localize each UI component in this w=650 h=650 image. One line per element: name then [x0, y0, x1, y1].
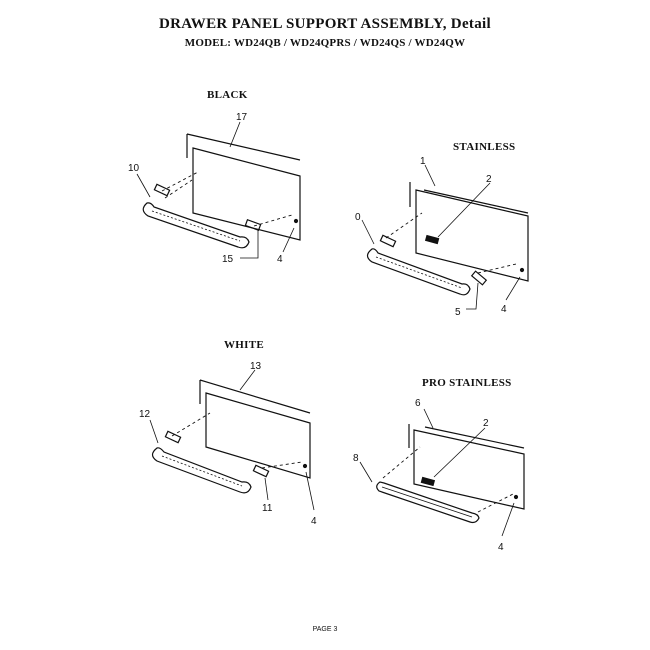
leader-4-stainless [505, 276, 521, 301]
leader-2-pro [433, 427, 486, 478]
leader-10 [136, 173, 151, 198]
emblem-stainless [424, 234, 440, 245]
leader-1 [424, 164, 436, 187]
callout-11: 11 [262, 503, 273, 514]
handle-stainless [366, 248, 471, 296]
leader-15 [240, 229, 259, 259]
panel-black-back-edge [186, 133, 301, 161]
alignment-lines-stainless [385, 212, 517, 274]
handle-white [151, 447, 252, 494]
section-label-stainless: STAINLESS [453, 141, 516, 153]
standoff-black-left [153, 183, 171, 197]
assembly-stainless: 1 2 4 0 5 [355, 156, 529, 318]
callout-0: 0 [355, 212, 361, 223]
callout-4-white: 4 [311, 516, 317, 527]
callout-15: 15 [222, 254, 234, 265]
model-list: MODEL: WD24QB / WD24QPRS / WD24QS / WD24… [184, 37, 466, 49]
callout-8: 8 [353, 453, 359, 464]
leader-5 [466, 282, 479, 310]
handle-black [142, 202, 250, 249]
alignment-lines-pro [382, 446, 516, 513]
handle-white-detail [161, 455, 243, 487]
leader-2-stainless [437, 182, 491, 238]
callout-13: 13 [250, 361, 262, 372]
handle-black-detail [151, 210, 241, 242]
leader-12 [149, 419, 159, 444]
standoff-black-right [244, 219, 262, 231]
panel-white [205, 392, 311, 479]
screw-pro [513, 494, 519, 500]
section-label-white: WHITE [224, 339, 265, 351]
leader-4-white [305, 471, 315, 511]
handle-pro-detail [381, 486, 473, 518]
leader-11 [264, 477, 269, 501]
panel-black [192, 147, 301, 241]
panel-white-back-edge [199, 379, 311, 414]
leader-4-black [282, 227, 295, 253]
leader-8 [359, 461, 373, 483]
callout-5: 5 [455, 307, 461, 318]
leader-0 [361, 219, 375, 245]
panel-stainless-back-edge [409, 182, 529, 214]
standoff-white-left [164, 430, 182, 444]
leader-13 [239, 369, 256, 391]
callout-1: 1 [420, 156, 426, 167]
screw-black [293, 218, 299, 224]
callout-4-stainless: 4 [501, 304, 507, 315]
section-label-black: BLACK [207, 89, 248, 101]
leader-4-pro [501, 502, 515, 537]
alignment-lines-black [161, 171, 293, 227]
assembly-pro-stainless: 6 2 4 8 [353, 398, 525, 553]
panel-stainless [415, 189, 529, 282]
screw-white [302, 463, 308, 469]
assembly-white: 13 4 12 11 [139, 361, 317, 527]
callout-2-pro: 2 [483, 418, 489, 429]
standoff-white-right [252, 464, 270, 478]
screw-stainless [519, 267, 525, 273]
diagram-title: DRAWER PANEL SUPPORT ASSEMBLY, Detail [159, 16, 491, 32]
callout-4-black: 4 [277, 254, 283, 265]
page-footer: PAGE 3 [312, 626, 338, 633]
section-label-pro-stainless: PRO STAINLESS [422, 377, 512, 389]
callout-2-stainless: 2 [486, 174, 492, 185]
emblem-pro-stainless [420, 476, 436, 487]
assembly-black: 17 4 10 15 [128, 112, 301, 265]
callout-12: 12 [139, 409, 151, 420]
standoff-stainless-right [470, 270, 488, 286]
standoff-stainless-left [379, 234, 397, 248]
callout-6: 6 [415, 398, 421, 409]
panel-pro-back-edge [408, 424, 525, 449]
panel-pro-stainless [413, 429, 525, 510]
leader-17 [229, 121, 241, 148]
leader-6 [423, 408, 434, 429]
callout-10: 10 [128, 163, 140, 174]
callout-4-pro: 4 [498, 542, 504, 553]
alignment-lines-white [171, 412, 303, 469]
handle-pro-stainless [376, 481, 480, 524]
handle-stainless-detail [375, 256, 463, 289]
callout-17: 17 [236, 112, 248, 123]
